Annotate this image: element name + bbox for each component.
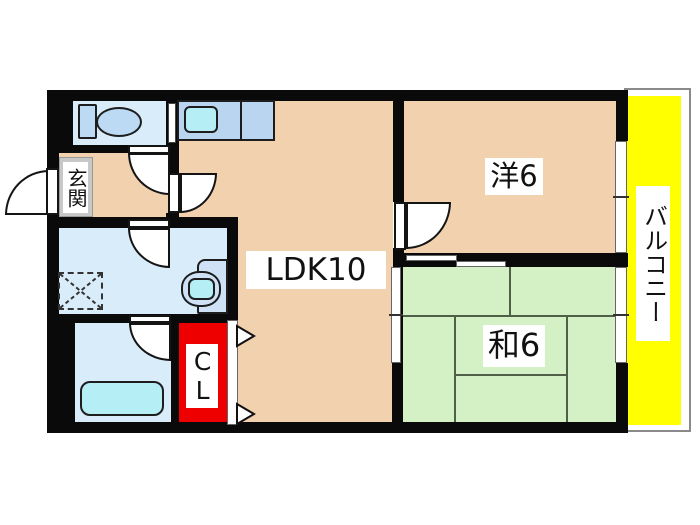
window-sash-tick (613, 314, 629, 316)
toilet-door-leaf (128, 145, 170, 154)
wall-bathroom-left (57, 322, 75, 422)
wall-right-lower (616, 363, 628, 422)
window-sash-tick (613, 196, 629, 198)
ldk-floor (227, 217, 393, 424)
western-room-label-text: 洋6 (490, 159, 538, 194)
closet-door-panel (227, 320, 238, 425)
tatami-line (566, 315, 568, 424)
tatami-line (509, 267, 511, 317)
western-room-label: 洋6 (485, 158, 543, 195)
wall-ldk-left (227, 217, 238, 323)
genkan-label: 玄関 (63, 162, 88, 213)
ldk-label: LDK10 (246, 251, 386, 289)
japanese-room-label-text: 和6 (487, 326, 541, 365)
entrance-door-leaf (46, 168, 59, 215)
tatami-line (454, 315, 456, 424)
genkan-label-text: 玄関 (64, 167, 88, 208)
wall-top (47, 90, 628, 101)
entrance-door-swing-icon (5, 170, 49, 215)
wall-left-upper (47, 90, 59, 168)
balcony-label: バルコニー (636, 186, 670, 341)
wall-bottom (47, 422, 628, 433)
tatami-line (454, 374, 568, 376)
closet-label: CL (186, 344, 218, 408)
toilet-bowl-icon (96, 107, 142, 137)
closet-label-text: CL (188, 347, 218, 405)
window-sash-tick (389, 314, 403, 316)
wall-toilet-left (59, 99, 73, 145)
hall-ldk-door-leaf (168, 173, 180, 213)
toilet-tank-icon (78, 104, 97, 139)
western-japanese-sliding-door-left (406, 255, 457, 261)
bathroom-door-leaf (129, 315, 171, 323)
wall-bathroom-closet (171, 322, 179, 422)
western-japanese-sliding-door-right (456, 261, 506, 267)
kitchen-sink-icon (184, 106, 218, 133)
japanese-room-label: 和6 (483, 325, 545, 367)
wall-ldk-western (393, 90, 404, 202)
wall-left-lower (47, 213, 59, 433)
washroom-door-leaf (128, 219, 170, 228)
wall-toilet-bottom (59, 145, 129, 153)
washbasin-bowl-icon (188, 278, 215, 300)
balcony-label-text: バルコニー (639, 203, 668, 324)
wall-right-upper (616, 90, 628, 141)
wall-toilet-kitchen-inset (168, 103, 176, 143)
kitchen-counter-divider (240, 101, 242, 140)
ldk-label-text: LDK10 (265, 251, 367, 288)
washing-machine-pan-icon (58, 272, 103, 310)
western-room-door-leaf (394, 202, 406, 250)
bathtub-icon (80, 381, 164, 416)
